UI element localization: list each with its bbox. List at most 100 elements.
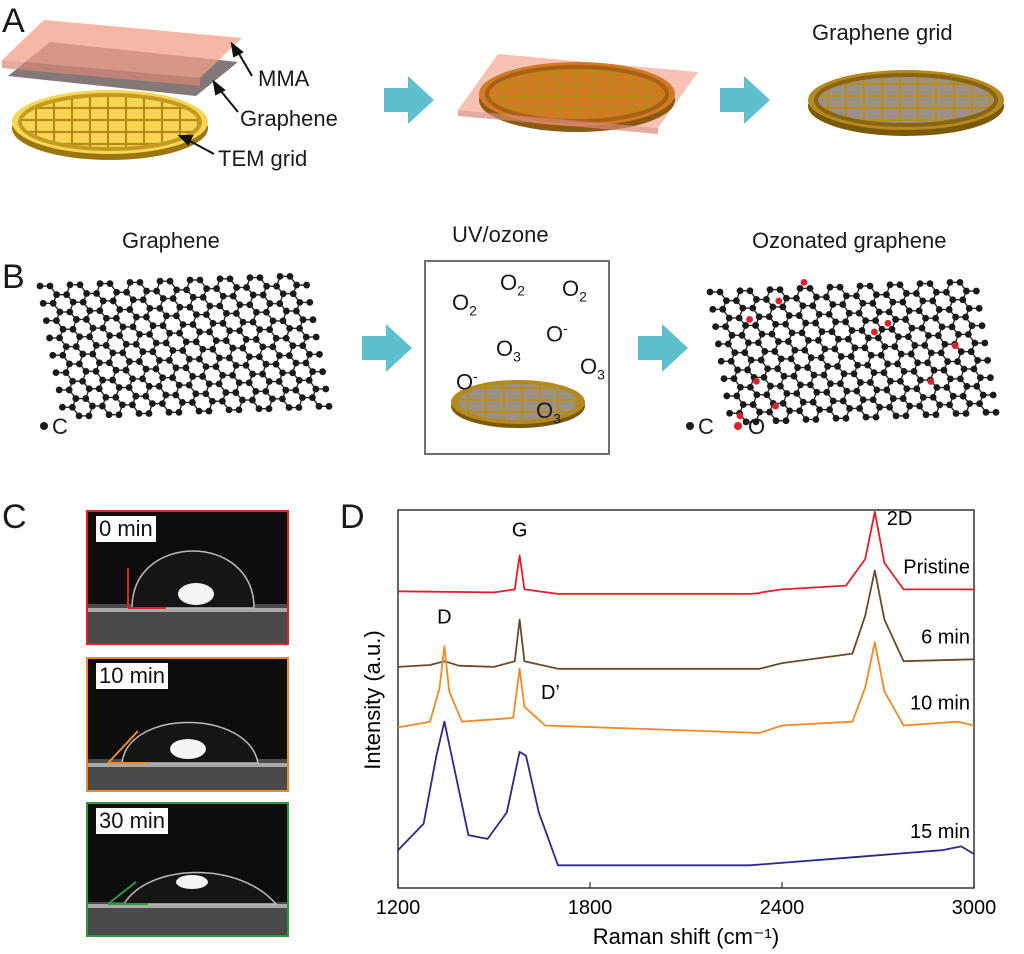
- carbon-atom: [159, 374, 167, 382]
- series-line: [397, 569, 975, 670]
- y-axis-label: Intensity (a.u.): [360, 630, 385, 769]
- carbon-atom: [226, 275, 234, 283]
- carbon-atom: [219, 319, 227, 327]
- carbon-atom: [974, 356, 981, 364]
- carbon-atom: [239, 318, 247, 326]
- carbon-atom: [176, 329, 184, 337]
- carbon-atom: [795, 312, 803, 319]
- carbon-atom: [809, 302, 817, 310]
- carbon-atom: [861, 344, 869, 352]
- carbon-atom: [235, 379, 243, 387]
- x-tick-label: 3000: [952, 897, 997, 919]
- carbon-atom: [76, 333, 83, 341]
- carbon-atom: [918, 324, 926, 332]
- carbon-atom: [752, 322, 759, 329]
- carbon-atom: [119, 349, 127, 357]
- carbon-atom: [832, 318, 839, 326]
- carbon-atom: [779, 303, 787, 311]
- carbon-atom: [914, 359, 921, 367]
- carbon-atom: [823, 293, 830, 301]
- carbon-atom: [845, 309, 853, 317]
- carbon-atom: [779, 399, 787, 407]
- carbon-atom: [69, 403, 76, 411]
- carbon-atom: [919, 297, 927, 305]
- carbon-atom: [758, 330, 766, 338]
- carbon-atom: [829, 397, 837, 405]
- carbon-atom: [86, 333, 93, 341]
- carbon-atom: [848, 327, 856, 334]
- carbon-atom: [315, 402, 323, 410]
- carbon-atom: [772, 417, 780, 425]
- carbon-atom: [125, 384, 133, 391]
- carbon-atom: [847, 353, 855, 360]
- carbon-atom: [913, 385, 921, 393]
- carbon-atom: [855, 309, 863, 317]
- carbon-atom: [943, 288, 950, 296]
- carbon-atom: [122, 366, 130, 374]
- carbon-atom: [859, 299, 867, 307]
- carbon-atom: [774, 365, 781, 373]
- carbon-atom: [820, 371, 828, 379]
- series-label: 10 min: [910, 692, 970, 714]
- carbon-atom: [53, 317, 60, 325]
- carbon-atom: [813, 293, 820, 301]
- carbon-atom: [296, 324, 303, 332]
- plot-frame: [397, 509, 975, 889]
- grid-in-chamber: [451, 380, 585, 428]
- carbon-atom: [179, 321, 187, 328]
- carbon-atom: [764, 365, 771, 373]
- carbon-atom: [112, 393, 120, 401]
- carbon-atom: [62, 343, 70, 351]
- carbon-atom: [837, 380, 844, 388]
- carbon-atom: [256, 353, 263, 361]
- carbon-atom: [192, 390, 200, 398]
- carbon-atom: [226, 354, 233, 362]
- carbon-atom: [946, 279, 954, 286]
- carbon-atom: [937, 349, 945, 357]
- species-label: O2: [562, 276, 587, 305]
- carbon-atom: [126, 306, 134, 313]
- carbon-atom: [166, 329, 174, 337]
- carbon-atom: [143, 287, 151, 295]
- carbon-atom: [165, 408, 173, 416]
- carbon-atom: [229, 292, 237, 300]
- carbon-atom: [915, 307, 923, 315]
- carbon-atom: [832, 414, 840, 422]
- carbon-atom: [856, 405, 863, 412]
- carbon-atom: [239, 396, 246, 404]
- carbon-atom: [189, 293, 197, 301]
- carbon-atom: [156, 356, 163, 364]
- panel-b-title-graphene: Graphene: [122, 228, 220, 253]
- carbon-atom: [136, 330, 144, 338]
- carbon-atom: [96, 359, 103, 367]
- carbon-atom: [952, 410, 960, 417]
- carbon-atom: [125, 358, 133, 365]
- carbon-atom: [895, 333, 902, 341]
- carbon-atom: [142, 392, 150, 400]
- carbon-atom: [886, 403, 893, 411]
- carbon-atom: [76, 281, 84, 289]
- carbon-atom: [877, 351, 885, 359]
- contact-angle-image-0min: 0 min: [86, 510, 289, 645]
- carbon-atom: [272, 334, 280, 342]
- carbon-atom: [252, 336, 260, 343]
- carbon-dot: [686, 422, 694, 430]
- carbon-atom: [129, 296, 137, 304]
- carbon-atom: [86, 307, 94, 315]
- carbon-atom: [219, 371, 227, 379]
- carbon-atom: [935, 306, 943, 313]
- carbon-atom: [62, 369, 70, 376]
- carbon-atom: [887, 377, 894, 385]
- carbon-atom: [726, 409, 733, 417]
- carbon-atom: [959, 296, 967, 304]
- carbon-atom: [72, 343, 80, 351]
- carbon-atom: [930, 366, 938, 374]
- carbon-atom: [806, 285, 814, 292]
- carbon-atom: [325, 402, 333, 410]
- series-label: Pristine: [903, 556, 970, 578]
- carbon-atom: [156, 277, 164, 285]
- carbon-atom: [970, 365, 978, 373]
- carbon-atom: [142, 365, 150, 373]
- carbon-atom: [173, 286, 181, 294]
- peak-label: G: [512, 519, 528, 541]
